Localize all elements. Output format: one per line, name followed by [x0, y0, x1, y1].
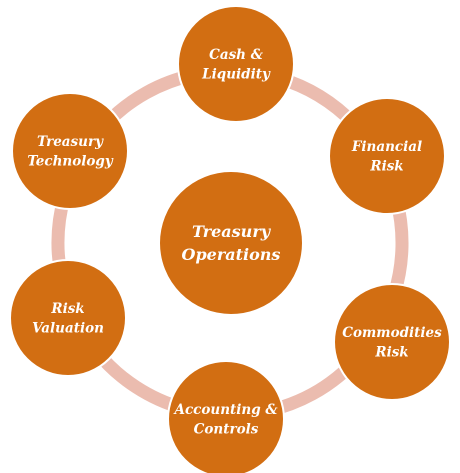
node-cash-liquidity-label-line: Liquidity: [201, 67, 271, 83]
node-treasury-technology-circle: [11, 92, 129, 210]
node-cash-liquidity: Cash & Liquidity: [177, 5, 295, 123]
node-financial-risk-circle: [328, 97, 446, 215]
outer-nodes: Cash &LiquidityFinancialRiskCommoditiesR…: [9, 5, 451, 473]
node-financial-risk-label-line: Financial: [351, 139, 422, 155]
node-financial-risk-label-line: Risk: [369, 159, 403, 175]
node-risk-valuation-label-line: Risk: [50, 301, 84, 317]
node-commodities-risk-label-line: Risk: [374, 345, 408, 361]
node-accounting-controls: Accounting & Controls: [167, 360, 285, 473]
node-treasury-operations-label-line: Treasury: [192, 222, 272, 241]
node-risk-valuation-circle: [9, 259, 127, 377]
node-commodities-risk-circle: [333, 283, 451, 401]
node-accounting-controls-circle: [167, 360, 285, 473]
node-treasury-technology-label-line: Technology: [27, 154, 114, 170]
node-cash-liquidity-circle: [177, 5, 295, 123]
node-risk-valuation-label-line: Valuation: [32, 321, 104, 337]
node-treasury-operations-label-line: Operations: [182, 245, 281, 264]
node-cash-liquidity-label-line: Cash &: [209, 47, 264, 63]
node-accounting-controls-label-line: Controls: [194, 422, 259, 438]
node-commodities-risk-label-line: Commodities: [342, 325, 442, 341]
node-treasury-operations-circle: [158, 170, 304, 316]
node-treasury-technology-label-line: Treasury: [37, 134, 104, 150]
node-accounting-controls-label-line: Accounting &: [172, 402, 278, 418]
